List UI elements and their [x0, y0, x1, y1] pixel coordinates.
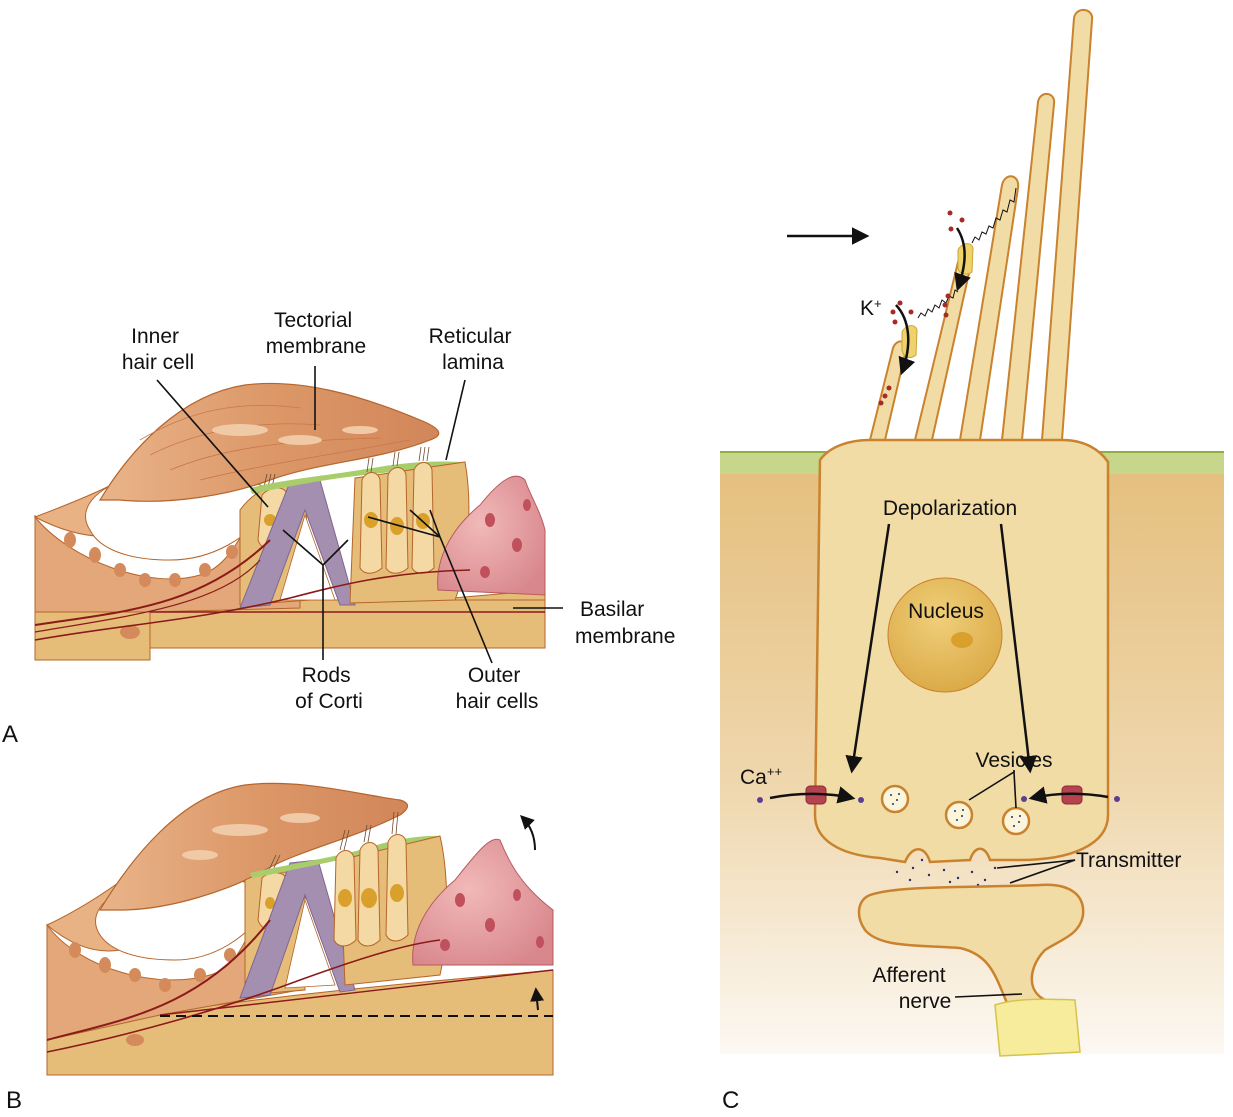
k-influx-arrow-2 [954, 227, 971, 292]
label-afferent-nerve: Afferent nerve [872, 964, 951, 1013]
tectorial-highlights-b [182, 813, 320, 860]
ca-influx-arrow-left [769, 786, 856, 804]
panel-letter-b: B [6, 1087, 22, 1114]
basilar-membrane-line-b [159, 969, 554, 1016]
hensen-cells-b [412, 838, 554, 966]
label-depolarization: Depolarization [883, 497, 1017, 520]
tunnel-of-corti-b [284, 898, 336, 989]
inner-hair-cell-nucleus [264, 514, 276, 526]
stereocilium-2 [913, 254, 973, 441]
panel-a: Inner hair cell Tectorial membrane Retic… [2, 309, 675, 748]
myelin-sheath [994, 998, 1081, 1057]
label-potassium: K+ [860, 296, 882, 320]
k-influx-arrow-1 [895, 304, 916, 376]
rods-of-corti-b [239, 859, 356, 999]
tectorial-membrane-b [98, 782, 409, 911]
panel-a-leader-lines [156, 366, 563, 664]
panel-b: B [6, 782, 554, 1114]
label-basilar-membrane: Basilar membrane [575, 598, 675, 648]
calcium-ions [757, 796, 1120, 803]
outer-hair-cells-b [333, 834, 409, 947]
stereocilium-5 [1040, 9, 1094, 441]
tip-link-1 [917, 289, 959, 319]
label-inner-hair-cell: Inner hair cell [122, 325, 194, 374]
vesicle-contents [890, 793, 1021, 827]
label-tectorial-membrane: Tectorial membrane [266, 309, 366, 358]
label-transmitter: Transmitter [1076, 849, 1181, 872]
tunnel-of-corti [279, 513, 336, 601]
panel-c-leader-lines [954, 770, 1076, 998]
label-vesicles: Vesicles [975, 749, 1052, 772]
depolarization-arrow-left [845, 523, 891, 774]
nerve-fibers [34, 539, 471, 641]
stereocilium-1 [868, 340, 908, 441]
upward-arrow-hensen [520, 815, 536, 851]
outer-hair-cell-stereocilia-b [339, 811, 399, 851]
label-rods-of-corti: Rods of Corti [295, 664, 363, 713]
afferent-nerve-terminal [857, 883, 1085, 1005]
tip-link-2 [971, 187, 1017, 244]
stereocilium-3 [958, 175, 1020, 441]
synaptic-vesicles [880, 784, 1031, 836]
nucleolus [951, 632, 973, 648]
hensen-cell-nuclei [480, 499, 531, 578]
stereocilium-4 [1000, 93, 1056, 441]
label-reticular-lamina: Reticular lamina [429, 325, 518, 374]
inner-sulcus-nuclei [64, 532, 238, 639]
upward-arrow-basilar [530, 987, 545, 1011]
outer-hair-cell-nuclei-b [338, 884, 404, 908]
panel-letter-a: A [2, 721, 18, 748]
label-outer-hair-cells: Outer hair cells [456, 664, 539, 713]
panel-c: K+ Depolarization Nucleus Ca++ Vesicles … [720, 9, 1224, 1114]
label-calcium: Ca++ [740, 764, 782, 789]
inner-hair-cell-nucleus-b [265, 897, 275, 909]
outer-hair-cell-stereocilia [366, 446, 430, 473]
ca-influx-arrow-right [1028, 786, 1109, 804]
hensen-cell-nuclei-b [440, 889, 544, 951]
label-nucleus: Nucleus [908, 600, 984, 623]
nerve-fibers-b [46, 919, 441, 1053]
tectorial-membrane [98, 382, 440, 502]
depolarization-arrow-right [999, 523, 1038, 774]
tectorial-highlights [212, 424, 378, 445]
nucleus [887, 577, 1003, 693]
potassium-ions [878, 210, 965, 406]
panel-letter-c: C [722, 1087, 739, 1114]
stereocilia-bundle [868, 9, 1094, 441]
